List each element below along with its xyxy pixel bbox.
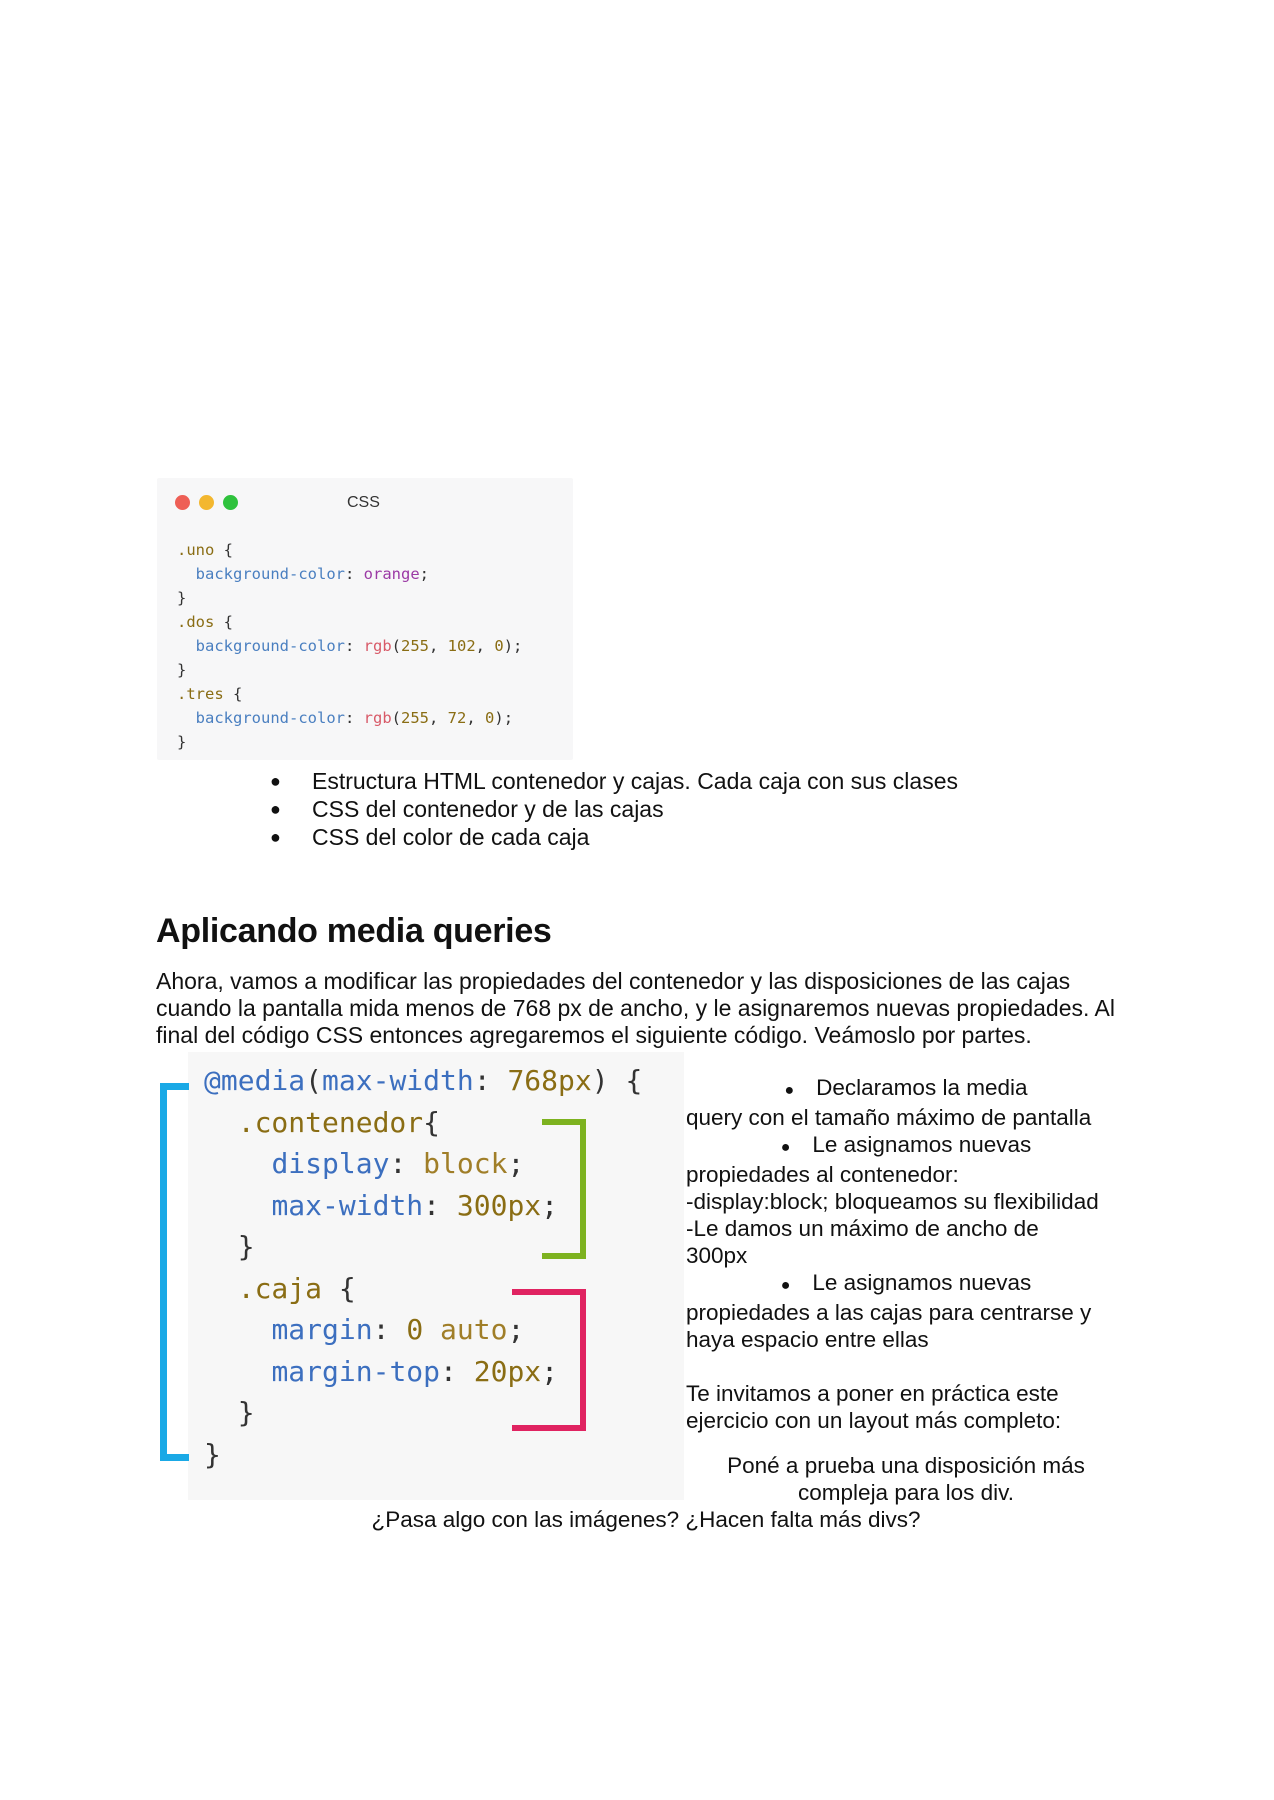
css-code: .uno { background-color: orange; } .dos … xyxy=(177,541,523,751)
intro-paragraph: Ahora, vamos a modificar las propiedades… xyxy=(156,968,1115,1048)
list-item: ●Declaramos la media xyxy=(784,1075,1028,1100)
invite-text: Te invitamos a poner en práctica este ej… xyxy=(686,1381,1062,1433)
side-text: -display:block; bloqueamos su flexibilid… xyxy=(686,1189,1099,1214)
caja-bracket-pink xyxy=(512,1289,586,1431)
side-text: -Le damos un máximo de ancho de xyxy=(686,1216,1039,1241)
side-explanation: ●Declaramos la media query con el tamaño… xyxy=(686,1074,1126,1434)
summary-bullet-list: Estructura HTML contenedor y cajas. Cada… xyxy=(270,767,958,851)
window-close-dot-icon xyxy=(175,495,190,510)
side-text: propiedades a las cajas para centrarse y… xyxy=(686,1300,1092,1352)
side-text: 300px xyxy=(686,1243,748,1268)
proof-text: Poné a prueba una disposición más comple… xyxy=(686,1452,1126,1506)
section-heading: Aplicando media queries xyxy=(156,912,552,950)
contenedor-bracket-green xyxy=(542,1119,586,1259)
side-text: propiedades al contenedor: xyxy=(686,1162,959,1187)
proof-line: compleja para los div. xyxy=(798,1480,1014,1505)
media-bracket-blue xyxy=(160,1083,189,1461)
list-item: CSS del color de cada caja xyxy=(270,823,958,851)
list-item: CSS del contenedor y de las cajas xyxy=(270,795,958,823)
media-query-code: @media(max-width: 768px) { .contenedor{ … xyxy=(204,1064,643,1471)
media-query-code-image: @media(max-width: 768px) { .contenedor{ … xyxy=(160,1052,684,1500)
window-maximize-dot-icon xyxy=(223,495,238,510)
side-text: query con el tamaño máximo de pantalla xyxy=(686,1105,1092,1130)
code-card-title: CSS xyxy=(347,494,380,511)
list-item: ●Le asignamos nuevas xyxy=(780,1132,1032,1157)
css-code-card: CSS .uno { background-color: orange; } .… xyxy=(157,478,573,760)
window-minimize-dot-icon xyxy=(199,495,214,510)
closing-question: ¿Pasa algo con las imágenes? ¿Hacen falt… xyxy=(371,1507,921,1532)
proof-line: Poné a prueba una disposición más xyxy=(727,1453,1085,1478)
list-item: ●Le asignamos nuevas xyxy=(780,1270,1032,1295)
list-item: Estructura HTML contenedor y cajas. Cada… xyxy=(270,767,958,795)
